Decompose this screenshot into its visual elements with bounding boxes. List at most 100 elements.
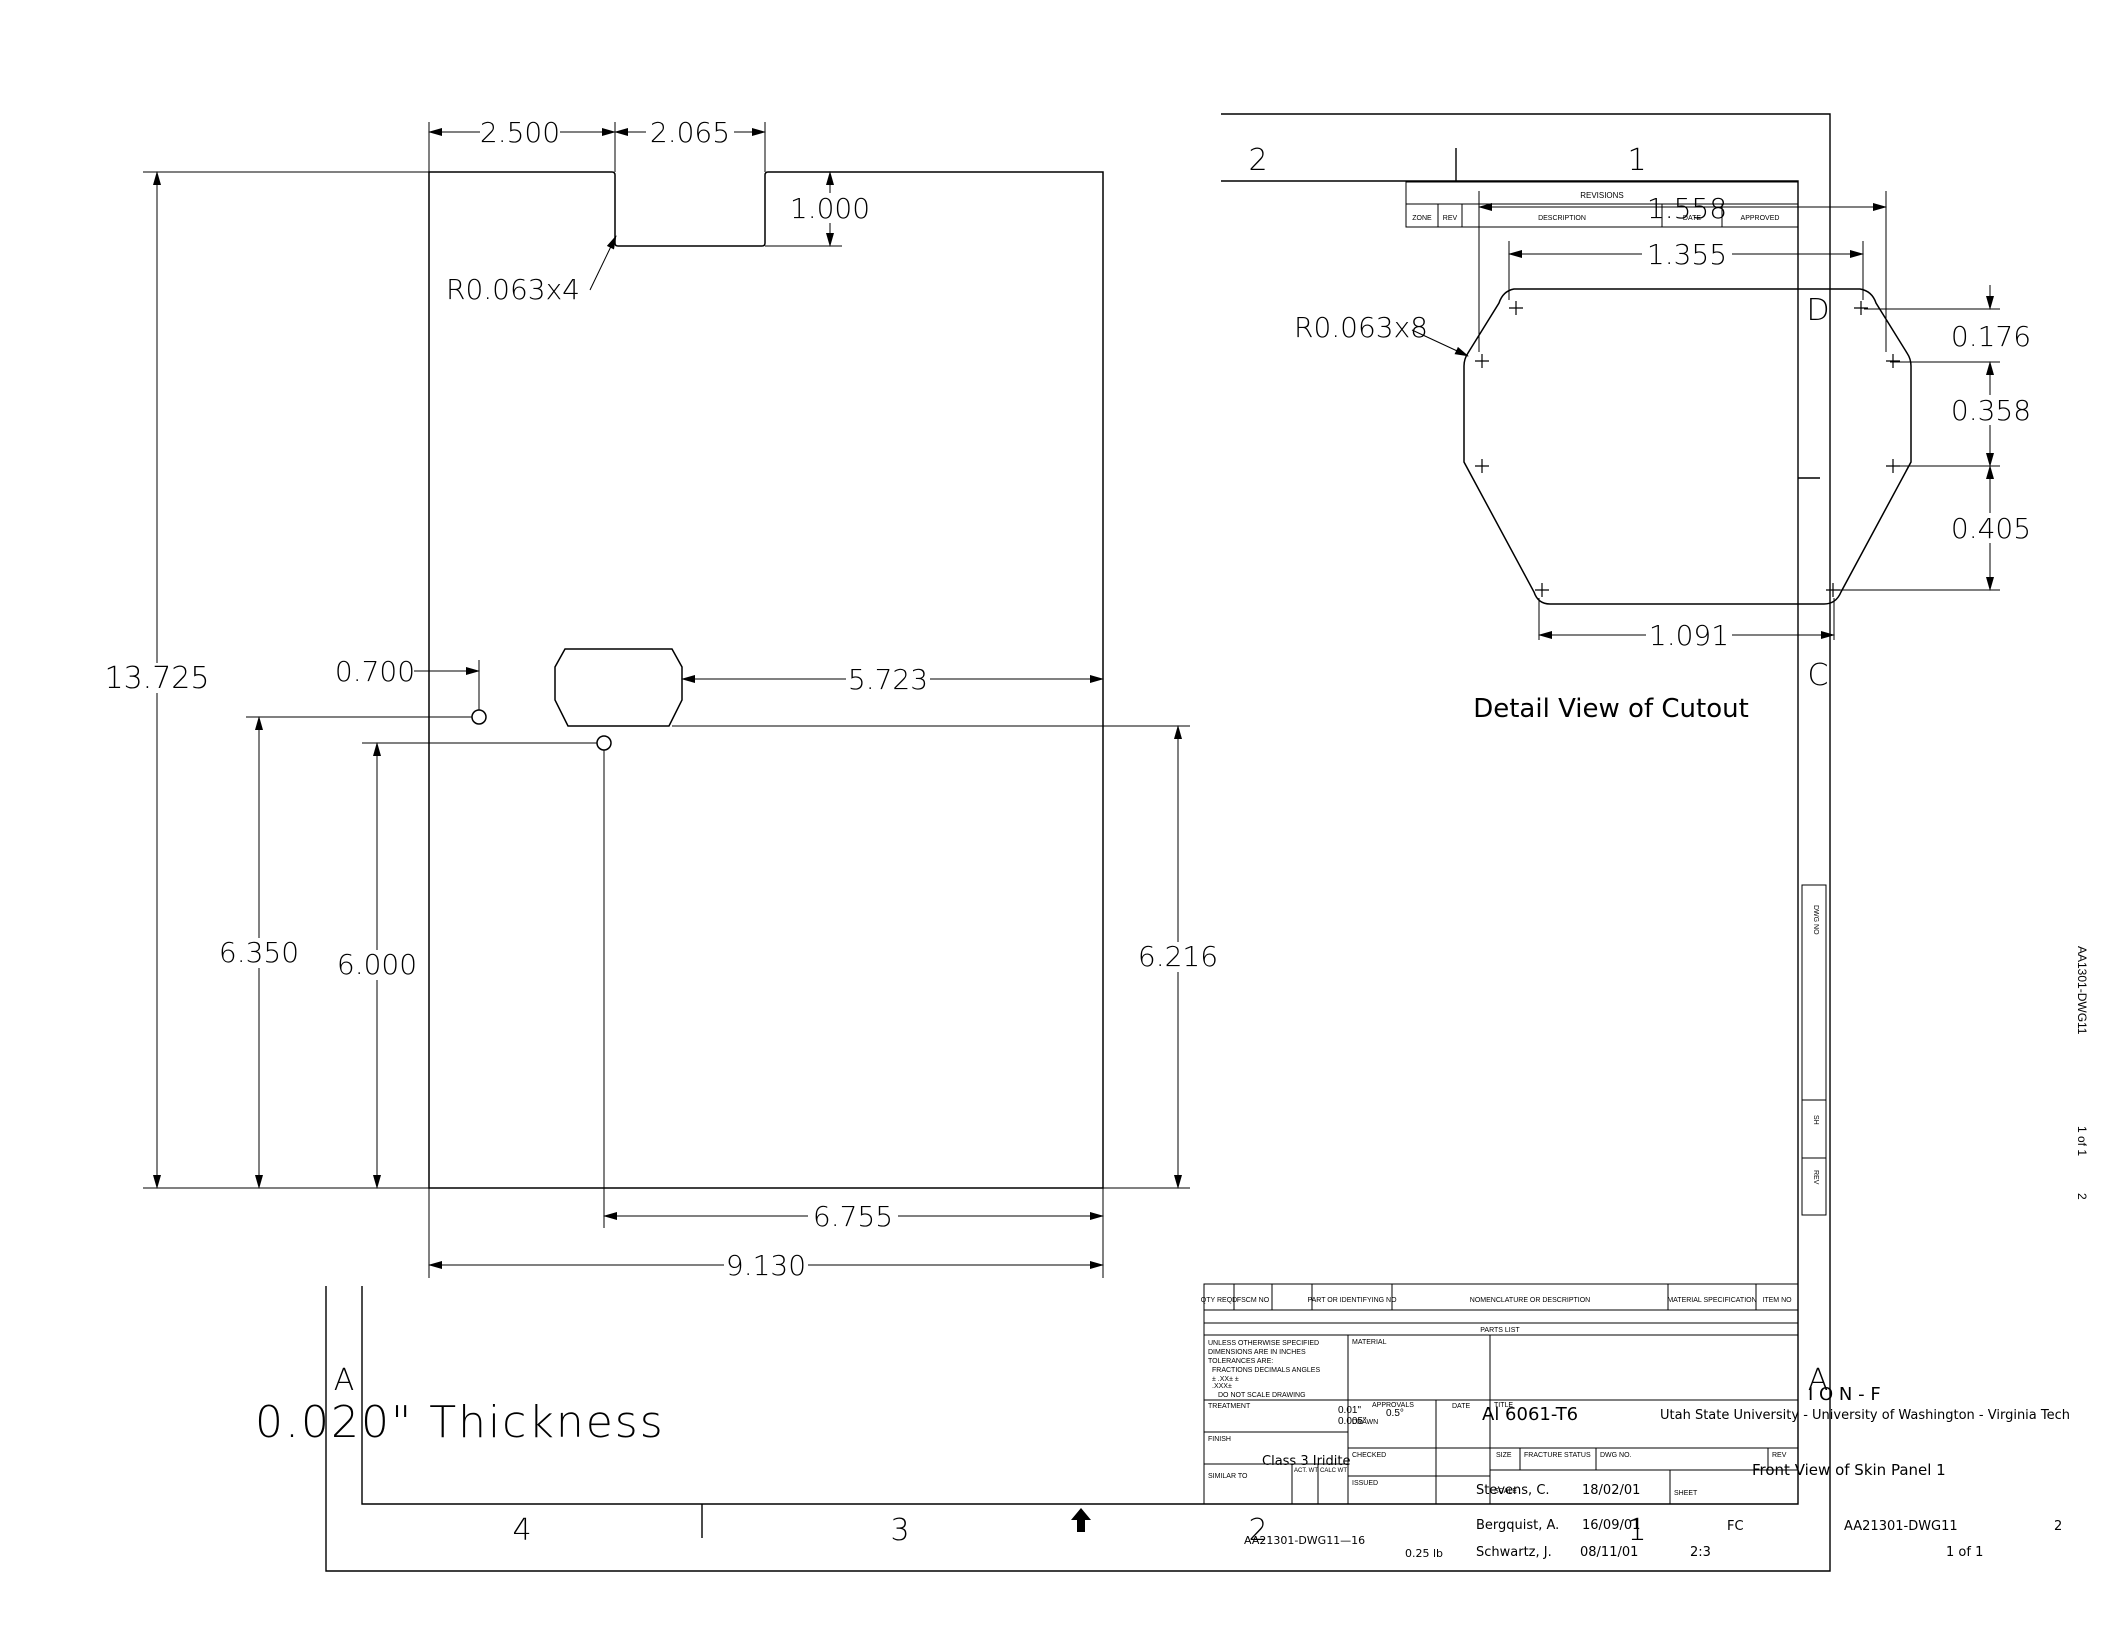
panel-outline	[428, 171, 1104, 1189]
dimension-lines	[153, 128, 1182, 1269]
issued-by: Schwartz, J.	[1476, 1545, 1552, 1560]
vertical-sheet: 1 of 1	[2075, 1126, 2089, 1156]
note-line-2: DIMENSIONS ARE IN INCHES	[1208, 1349, 1306, 1356]
label-approvals: APPROVALS	[1372, 1402, 1414, 1409]
detail-center-marks	[1475, 301, 1900, 597]
vertical-dwg-number: AA1301-DWG11	[2075, 946, 2089, 1035]
file-reference: AA21301-DWG11—16	[1244, 1534, 1365, 1547]
zone-bottom-1: 1	[1627, 1513, 1646, 1548]
note-line-7: DO NOT SCALE DRAWING	[1218, 1392, 1306, 1399]
tolerance-1: 0.01"	[1338, 1405, 1361, 1416]
rev-header-approved: APPROVED	[1741, 215, 1780, 222]
zone-top-2: 2	[1248, 143, 1267, 178]
side-strip-dwg-no: DWG NO	[1812, 905, 1819, 935]
parts-header-qty: QTY REQD	[1201, 1297, 1237, 1304]
detail-dim-1-558: 1.558	[1647, 192, 1727, 225]
label-title: TITLE	[1494, 1402, 1513, 1409]
detail-extension-lines	[1478, 191, 2000, 640]
detail-title: Detail View of Cutout	[1473, 694, 1749, 724]
row-label-c: C	[1808, 658, 1829, 693]
extension-lines	[143, 122, 1190, 1278]
row-label-a-left: A	[334, 1363, 355, 1398]
zone-top-1: 1	[1627, 143, 1646, 178]
dim-notch-radius: R0.063x4	[446, 273, 580, 306]
panel-cutout	[554, 648, 683, 727]
title-block-grid	[1203, 1283, 1799, 1505]
parts-header-material: MATERIAL SPECIFICATION	[1667, 1297, 1756, 1304]
rev-value: 2	[2054, 1519, 2062, 1534]
panel-hole-2	[596, 735, 612, 751]
zone-bottom-2: 2	[1248, 1513, 1267, 1548]
rev-header-date: DATE	[1683, 215, 1701, 222]
dim-5-723: 5.723	[848, 663, 928, 696]
detail-dim-0-176: 0.176	[1951, 320, 2031, 353]
panel-hole-1	[471, 709, 487, 725]
organization: Utah State University - University of Wa…	[1660, 1408, 2070, 1423]
label-date: DATE	[1452, 1403, 1470, 1410]
label-calc-wt: CALC WT	[1320, 1468, 1347, 1474]
side-strip-sh: SH	[1812, 1115, 1819, 1125]
center-arrow-mark	[1071, 1508, 1091, 1532]
vertical-rev: 2	[2075, 1193, 2089, 1200]
dim-6-000: 6.000	[337, 948, 417, 981]
dim-2-065: 2.065	[650, 116, 730, 149]
finish-value: Class 3 Iridite	[1262, 1454, 1351, 1469]
label-rev: REV	[1772, 1452, 1787, 1459]
label-drawn: DRAWN	[1352, 1419, 1378, 1426]
issued-date: 08/11/01	[1580, 1545, 1638, 1560]
material-value: Al 6061-T6	[1482, 1404, 1578, 1425]
rev-header-rev: REV	[1443, 215, 1458, 222]
parts-header-nomenclature: NOMENCLATURE OR DESCRIPTION	[1470, 1297, 1590, 1304]
dim-13-725: 13.725	[105, 661, 210, 696]
side-strip	[1801, 884, 1827, 1216]
drawn-by: Bergquist, A.	[1476, 1518, 1559, 1533]
dim-6-350: 6.350	[219, 936, 299, 969]
parts-header-fscm: FSCM NO	[1237, 1297, 1270, 1304]
label-material: MATERIAL	[1352, 1339, 1387, 1346]
detail-dim-0-405: 0.405	[1951, 512, 2031, 545]
sheet-value: 1 of 1	[1946, 1545, 1983, 1560]
label-size: SIZE	[1496, 1452, 1512, 1459]
drawing-title: Front View of Skin Panel 1	[1752, 1461, 1946, 1479]
tolerance-2: 0.005"	[1338, 1416, 1367, 1427]
checked-date: 18/02/01	[1582, 1483, 1640, 1498]
detail-cutout-outline	[1463, 288, 1912, 605]
dim-6-216: 6.216	[1138, 940, 1218, 973]
dim-2-500: 2.500	[480, 116, 560, 149]
checked-by: Stevens, C.	[1476, 1483, 1550, 1498]
zone-bottom-4: 4	[512, 1513, 531, 1548]
detail-radius: R0.063x8	[1294, 311, 1428, 344]
label-finish: FINISH	[1208, 1436, 1231, 1443]
rev-header-description: DESCRIPTION	[1538, 215, 1586, 222]
note-line-5: ± .XX± ±	[1212, 1376, 1239, 1383]
dim-1-000: 1.000	[790, 192, 870, 225]
detail-text-masks	[1642, 239, 2032, 650]
label-scale: SCALE	[1494, 1488, 1517, 1495]
label-checked: CHECKED	[1352, 1452, 1386, 1459]
detail-dimension-lines	[1411, 203, 1994, 639]
row-label-d: D	[1806, 293, 1829, 328]
parts-list-label: PARTS LIST	[1480, 1327, 1520, 1334]
revisions-title: REVISIONS	[1580, 191, 1624, 200]
label-treatment: TREATMENT	[1208, 1403, 1251, 1410]
label-dwg-no: DWG NO.	[1600, 1452, 1632, 1459]
ion-fragment: I O N - F	[1808, 1384, 1881, 1405]
dim-0-700: 0.700	[335, 655, 415, 688]
zone-bottom-3: 3	[890, 1513, 909, 1548]
dimension-text-masks	[104, 117, 1220, 1280]
label-sheet: SHEET	[1674, 1490, 1698, 1497]
detail-dim-1-091: 1.091	[1649, 619, 1729, 652]
sheet-frame	[325, 113, 1831, 1572]
label-act-wt: ACT. WT.	[1294, 1468, 1319, 1474]
note-line-3: TOLERANCES ARE:	[1208, 1358, 1273, 1365]
thickness-label: 0.020" Thickness	[255, 1397, 665, 1448]
note-line-6: .XXX±	[1212, 1383, 1232, 1390]
drawn-date: 16/09/01	[1582, 1518, 1640, 1533]
weight-value: 0.25 lb	[1405, 1547, 1443, 1560]
side-strip-rev: REV	[1812, 1170, 1819, 1185]
dim-6-755: 6.755	[813, 1200, 893, 1233]
detail-dim-1-355: 1.355	[1647, 238, 1727, 271]
parts-header-part: PART OR IDENTIFYING NO	[1307, 1297, 1397, 1304]
rev-header-zone: ZONE	[1412, 215, 1432, 222]
